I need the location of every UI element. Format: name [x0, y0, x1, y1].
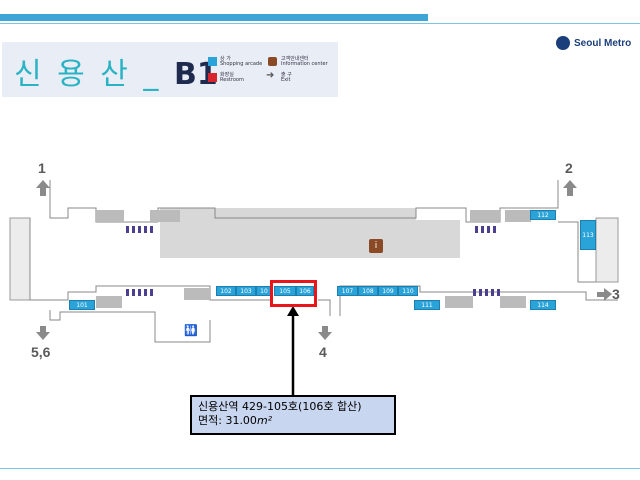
exit-56-label: 5,6	[31, 344, 51, 360]
concourse-area	[160, 208, 460, 258]
exit-56-arrow-icon	[36, 326, 50, 340]
escalators	[126, 226, 500, 296]
shop-105[interactable]: 105	[274, 286, 296, 296]
legend-shopping-ko: 상 가	[220, 56, 231, 62]
station-name: 신 용 산	[14, 57, 131, 92]
title-separator: _	[143, 57, 162, 92]
info-center-map-icon: i	[369, 239, 383, 253]
exit-2-label: 2	[565, 160, 573, 176]
shop-108[interactable]: 108	[358, 286, 378, 296]
exit-4-label: 4	[319, 344, 327, 360]
info-center-icon	[268, 57, 277, 66]
shop-107[interactable]: 107	[337, 286, 358, 296]
unit-info-callout: 신용산역 429-105호(106호 합산) 면적: 31.00m²	[190, 395, 396, 435]
legend-exit-ko: 출 구	[281, 72, 292, 78]
walls	[29, 180, 618, 343]
exit-4-arrow-icon	[318, 326, 332, 340]
legend-restroom-ko: 화장실	[220, 72, 234, 78]
stairs	[96, 210, 531, 308]
restroom-icon	[208, 73, 217, 82]
callout-area-value: 면적: 31.00	[198, 414, 257, 427]
exit-2-arrow-icon	[563, 180, 577, 196]
legend-exit-en: Exit	[281, 77, 291, 83]
header-accent-bar	[0, 14, 428, 21]
seoul-metro-logo: Seoul Metro	[556, 36, 631, 50]
legend-restroom-en: Restroom	[220, 77, 244, 83]
callout-area-line: 면적: 31.00m²	[198, 414, 388, 428]
header-rule	[0, 23, 640, 24]
exit-3-arrow-icon	[597, 288, 612, 301]
left-corridor	[9, 217, 31, 301]
legend-shopping-swatch	[208, 57, 217, 66]
brand-name: Seoul Metro	[574, 37, 632, 49]
arrow-right-icon: ➜	[266, 70, 275, 81]
shop-112[interactable]: 112	[530, 210, 556, 220]
exit-3-label: 3	[612, 286, 620, 302]
shop-113[interactable]: 113	[580, 220, 596, 250]
shop-114[interactable]: 114	[530, 300, 556, 310]
highlight-105-106	[270, 280, 317, 307]
legend-shopping-en: Shopping arcade	[220, 61, 263, 67]
callout-area-unit: m²	[256, 414, 273, 427]
exit-1-label: 1	[38, 160, 46, 176]
shop-106[interactable]: 106	[296, 286, 314, 296]
shop-110[interactable]: 110	[398, 286, 418, 296]
title-panel	[2, 42, 338, 97]
shop-111[interactable]: 111	[414, 300, 440, 310]
right-block	[595, 217, 619, 283]
callout-arrowhead	[287, 306, 299, 316]
legend-info-en: Information center	[281, 61, 328, 67]
restroom-map-icon: 🚻	[184, 324, 198, 337]
legend-info-ko: 고객안내센터	[281, 56, 309, 62]
exit-arrows	[36, 180, 612, 340]
shop-103[interactable]: 103	[236, 286, 256, 296]
exit-1-arrow-icon	[36, 180, 50, 196]
shop-109[interactable]: 109	[378, 286, 398, 296]
footer-rule	[0, 468, 640, 469]
seoul-metro-emblem-icon	[556, 36, 570, 50]
callout-unit-line: 신용산역 429-105호(106호 합산)	[198, 400, 362, 413]
shop-102[interactable]: 102	[216, 286, 236, 296]
shop-101[interactable]: 101	[69, 300, 95, 310]
